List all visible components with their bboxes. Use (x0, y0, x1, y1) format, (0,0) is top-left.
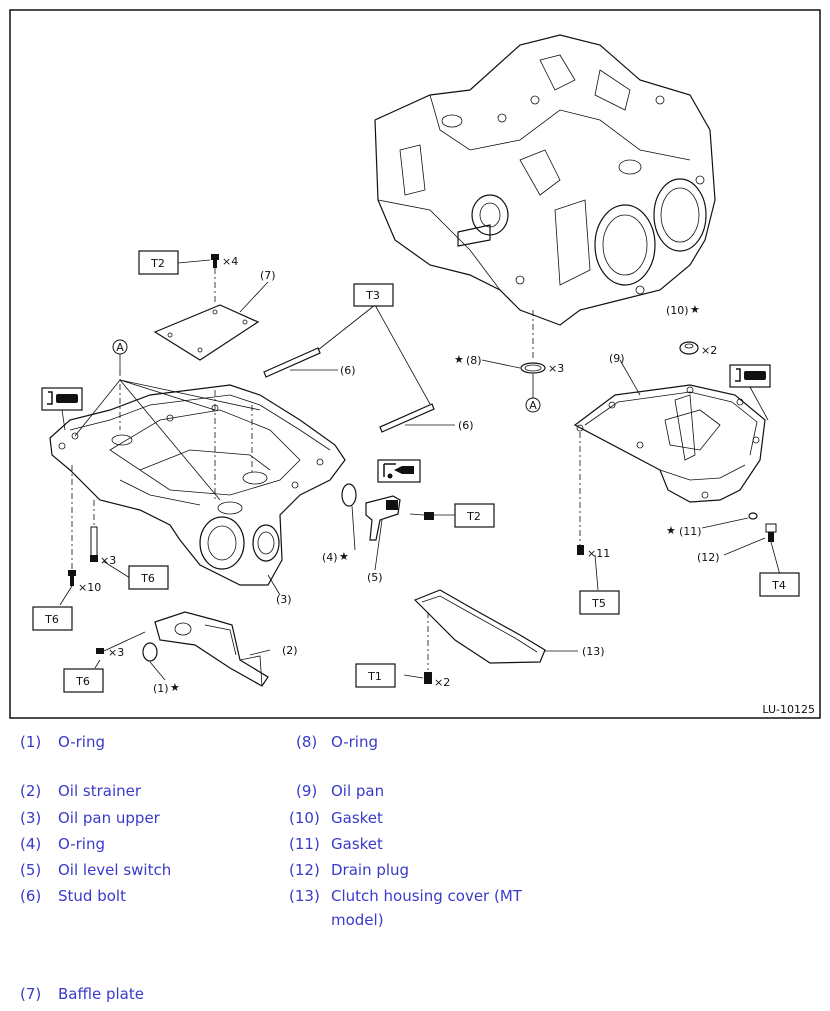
clutch-housing-cover-drawing (413, 589, 546, 664)
legend-num: (12) (289, 861, 320, 879)
legend-text: O-ring (331, 733, 378, 751)
drain-plug-drawing (748, 512, 777, 542)
callout-8: (8) (466, 354, 482, 367)
oil-apply-icon (377, 459, 421, 483)
callout-3: (3) (276, 593, 292, 606)
qty-x2-clutch: ×2 (434, 676, 450, 689)
legend-num: (1) (20, 733, 42, 751)
star-4: ★ (339, 550, 349, 563)
torque-box-t3-text: T3 (365, 289, 380, 302)
callout-11: (11) (679, 525, 702, 538)
bolt-clutch-cover-drawing (424, 672, 432, 684)
legend-num: (6) (20, 887, 42, 905)
legend-num: (8) (296, 733, 318, 751)
legend-num: (3) (20, 809, 42, 827)
callout-7: (7) (260, 269, 276, 282)
bolt-oil-pan-drawing (577, 545, 584, 555)
figure-frame (9, 9, 821, 719)
star-8: ★ (454, 353, 464, 366)
legend-text: Oil pan upper (58, 809, 160, 827)
exploded-diagram: A A T2 T3 T2 T6 T6 (9, 9, 821, 719)
qty-x11: ×11 (587, 547, 610, 560)
legend-text: Stud bolt (58, 887, 126, 905)
figure-id-label: LU-10125 (762, 703, 815, 716)
callout-6-lower: (6) (458, 419, 474, 432)
callout-5: (5) (367, 571, 383, 584)
sealant-icon (41, 387, 83, 411)
baffle-plate-drawing (153, 304, 260, 361)
legend-text: Clutch housing cover (MT model) (331, 887, 522, 929)
oil-level-switch-drawing (341, 483, 434, 541)
ref-mark-a-bottom: A (525, 397, 541, 413)
o-ring-8-drawing (520, 362, 546, 374)
star-11: ★ (666, 524, 676, 537)
legend-text: Oil strainer (58, 782, 142, 800)
legend-num: (7) (20, 985, 42, 1003)
torque-box-t2-switch: T2 (454, 503, 495, 528)
torque-box-t6-strainer: T6 (63, 668, 104, 693)
sealant-icon-oil-pan (729, 364, 771, 388)
torque-box-t1: T1 (355, 663, 396, 688)
star-1: ★ (170, 681, 180, 694)
legend-num: (4) (20, 835, 42, 853)
torque-box-t6-left-text: T6 (44, 613, 59, 626)
torque-box-t3: T3 (353, 283, 394, 307)
ref-mark-a-top: A (112, 339, 128, 355)
legend-text: Oil level switch (58, 861, 172, 879)
callout-10: (10) (666, 304, 689, 317)
legend-text: Gasket (331, 835, 383, 853)
legend-text: Gasket (331, 809, 383, 827)
legend-text: Baffle plate (58, 985, 144, 1003)
legend-text: O-ring (58, 733, 105, 751)
torque-box-t6-center-text: T6 (140, 572, 155, 585)
torque-box-t5-text: T5 (591, 597, 606, 610)
gasket-10-drawing (679, 341, 699, 355)
bolts-pan-upper-drawing (68, 526, 104, 654)
torque-box-t6-strainer-text: T6 (75, 675, 90, 688)
legend-num: (5) (20, 861, 42, 879)
torque-box-t5: T5 (579, 590, 620, 615)
legend-text: Drain plug (331, 861, 410, 879)
qty-x4: ×4 (222, 255, 238, 268)
callout-2: (2) (282, 644, 298, 657)
callout-1: (1) (153, 682, 169, 695)
torque-box-t2-top-text: T2 (150, 257, 165, 270)
legend-text: Oil pan (331, 782, 385, 800)
legend-num: (2) (20, 782, 42, 800)
torque-box-t6-center: T6 (128, 565, 169, 590)
torque-box-t4-text: T4 (771, 579, 786, 592)
callout-6-upper: (6) (340, 364, 356, 377)
oil-strainer-drawing (142, 611, 269, 687)
oil-pan-upper-drawing (49, 384, 346, 586)
legend-text: O-ring (58, 835, 105, 853)
ref-mark-a-top-text: A (116, 341, 124, 354)
star-10: ★ (690, 303, 700, 316)
qty-x3-oring8: ×3 (548, 362, 564, 375)
bolt-baffle-drawing (211, 254, 219, 268)
qty-x2-gasket: ×2 (701, 344, 717, 357)
qty-x3-center: ×3 (100, 554, 116, 567)
legend-num: (9) (296, 782, 318, 800)
engine-block-drawing (374, 34, 716, 326)
oil-pan-drawing (573, 384, 766, 503)
stud-bolts-drawing (263, 347, 435, 433)
torque-box-t6-left: T6 (32, 606, 73, 631)
torque-box-t2-switch-text: T2 (466, 510, 481, 523)
torque-box-t1-text: T1 (367, 670, 382, 683)
qty-x10: ×10 (78, 581, 101, 594)
callout-12: (12) (697, 551, 720, 564)
callout-13: (13) (582, 645, 605, 658)
legend-num: (13) (289, 887, 320, 905)
ref-mark-a-bottom-text: A (529, 399, 537, 412)
qty-x3-strainer: ×3 (108, 646, 124, 659)
callout-4: (4) (322, 551, 338, 564)
torque-box-t4: T4 (759, 572, 800, 597)
legend-num: (11) (289, 835, 320, 853)
torque-box-t2-top: T2 (138, 250, 179, 275)
callout-9: (9) (609, 352, 625, 365)
legend-num: (10) (289, 809, 320, 827)
